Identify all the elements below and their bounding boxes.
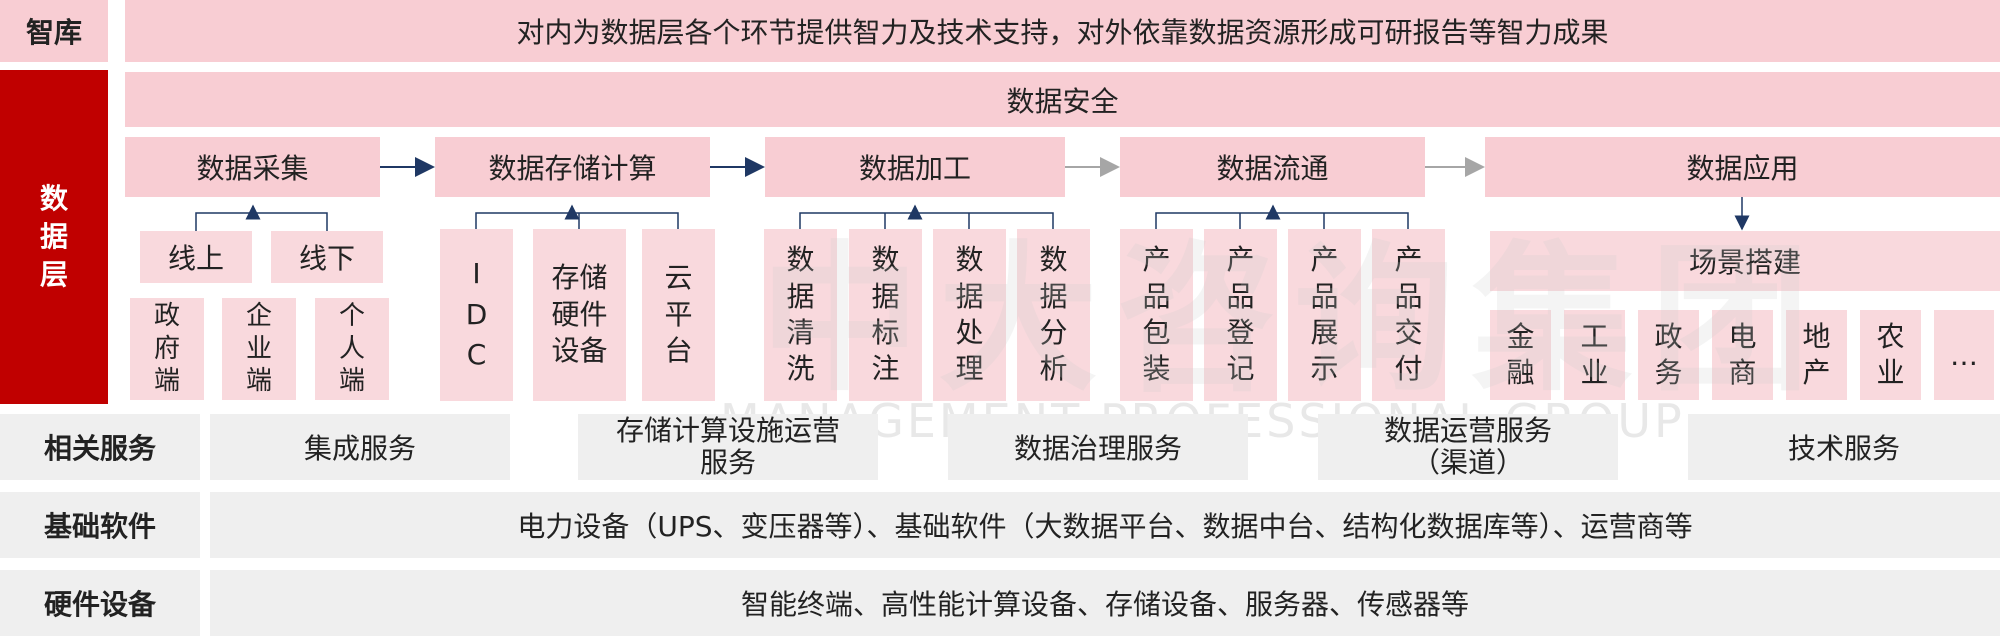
data-security-bar: 数据安全 xyxy=(125,72,2000,127)
circulation-registration: 产 品 登 记 xyxy=(1204,229,1277,401)
think-tank-label: 智库 xyxy=(0,0,108,62)
processing-cleaning: 数 据 清 洗 xyxy=(764,229,837,401)
application-sector-government: 政 务 xyxy=(1638,310,1699,400)
service-storage-facility-ops: 存储计算设施运营 服务 xyxy=(578,414,878,480)
collect-online: 线上 xyxy=(140,231,252,283)
storage-hardware-device: 存储 硬件 设备 xyxy=(533,229,626,401)
related-services-label: 相关服务 xyxy=(0,414,200,480)
collect-offline: 线下 xyxy=(271,231,383,283)
application-sector-industry: 工 业 xyxy=(1564,310,1625,400)
tree-processing xyxy=(799,204,1054,229)
application-sector-agriculture: 农 业 xyxy=(1860,310,1921,400)
stage-data-circulation: 数据流通 xyxy=(1120,137,1425,197)
think-tank-description: 对内为数据层各个环节提供智力及技术支持，对外依靠数据资源形成可研报告等智力成果 xyxy=(125,0,2000,62)
service-data-operations: 数据运营服务 （渠道） xyxy=(1318,414,1618,480)
hardware-description: 智能终端、高性能计算设备、存储设备、服务器、传感器等 xyxy=(210,570,2000,636)
base-software-description: 电力设备（UPS、变压器等）、基础软件（大数据平台、数据中台、结构化数据库等）、… xyxy=(210,492,2000,558)
processing-handling: 数 据 处 理 xyxy=(933,229,1006,401)
hardware-label: 硬件设备 xyxy=(0,570,200,636)
service-integration: 集成服务 xyxy=(210,414,510,480)
stage-data-processing: 数据加工 xyxy=(765,137,1065,197)
collect-government-end: 政 府 端 xyxy=(130,298,204,400)
stage-data-storage-computing: 数据存储计算 xyxy=(435,137,710,197)
processing-labeling: 数 据 标 注 xyxy=(849,229,922,401)
circulation-display: 产 品 展 示 xyxy=(1288,229,1361,401)
stage-data-application: 数据应用 xyxy=(1485,137,2000,197)
tree-collect xyxy=(195,204,328,231)
collect-personal-end: 个 人 端 xyxy=(315,298,389,400)
circulation-delivery: 产 品 交 付 xyxy=(1372,229,1445,401)
service-data-governance: 数据治理服务 xyxy=(948,414,1248,480)
storage-idc: I D C xyxy=(440,229,513,401)
application-sector-real-estate: 地 产 xyxy=(1786,310,1847,400)
base-software-label: 基础软件 xyxy=(0,492,200,558)
application-sector-ecommerce: 电 商 xyxy=(1712,310,1773,400)
processing-analysis: 数 据 分 析 xyxy=(1017,229,1090,401)
data-layer-label: 数 据 层 xyxy=(0,70,108,404)
collect-enterprise-end: 企 业 端 xyxy=(222,298,296,400)
tree-storage xyxy=(475,204,679,229)
tree-circulation xyxy=(1155,204,1409,229)
application-scene-building: 场景搭建 xyxy=(1490,231,2000,291)
circulation-packaging: 产 品 包 装 xyxy=(1120,229,1193,401)
stage-data-collection: 数据采集 xyxy=(125,137,380,197)
application-sector-finance: 金 融 xyxy=(1490,310,1551,400)
storage-cloud-platform: 云 平 台 xyxy=(642,229,715,401)
service-technical: 技术服务 xyxy=(1688,414,2000,480)
application-sector-more: … xyxy=(1934,310,1994,400)
